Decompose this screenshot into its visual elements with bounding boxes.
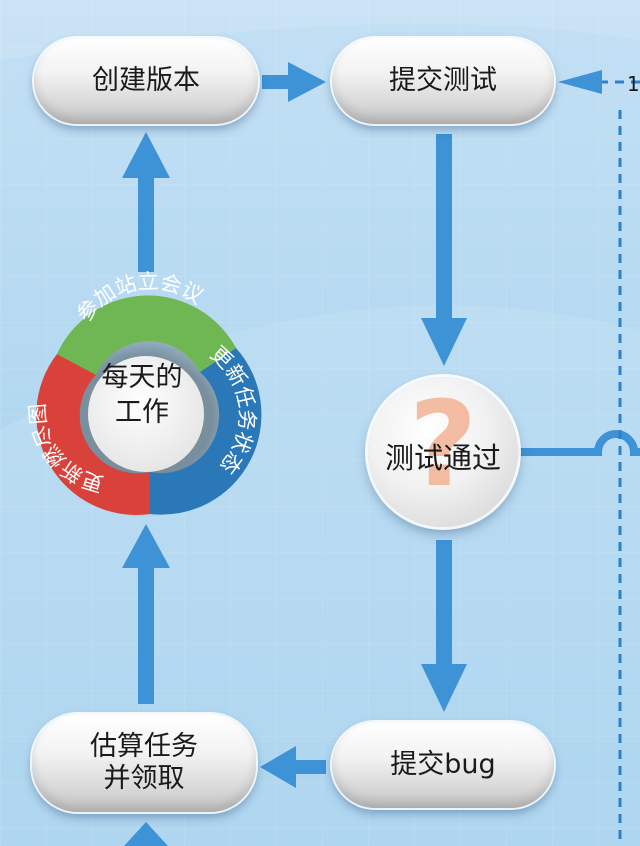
clipped-right-text: 1 (627, 72, 640, 96)
arrow-pass-branch (518, 430, 640, 456)
estimate-task-label: 估算任务 并领取 (90, 730, 198, 794)
arrow-daily-to-create (122, 132, 170, 272)
arrow-submit-to-decision (421, 134, 467, 366)
arrow-create-to-submit (262, 62, 326, 102)
submit-test-node: 提交测试 (332, 38, 554, 124)
submit-bug-label: 提交bug (390, 748, 496, 780)
ring-segment-red (36, 354, 150, 515)
arrow-bottom-incoming (124, 822, 168, 846)
arrow-estimate-to-daily (122, 524, 170, 704)
submit-test-label: 提交测试 (389, 64, 497, 96)
create-version-node: 创建版本 (34, 38, 258, 124)
daily-work-center-label: 每天的 工作 (101, 362, 183, 429)
test-passed-label: 测试通过 (384, 441, 501, 475)
submit-bug-node: 提交bug (332, 722, 554, 808)
question-mark-icon: ? (408, 375, 478, 513)
dashed-return-line (558, 70, 640, 846)
arrow-bug-to-estimate (260, 746, 326, 788)
arrow-decision-to-bug (421, 540, 467, 712)
ring-segment-green (57, 295, 236, 375)
test-passed-decision: ? 测试通过 (368, 377, 518, 527)
create-version-label: 创建版本 (92, 64, 200, 96)
ring-segment-blue (150, 348, 262, 515)
estimate-task-node: 估算任务 并领取 (32, 714, 256, 812)
